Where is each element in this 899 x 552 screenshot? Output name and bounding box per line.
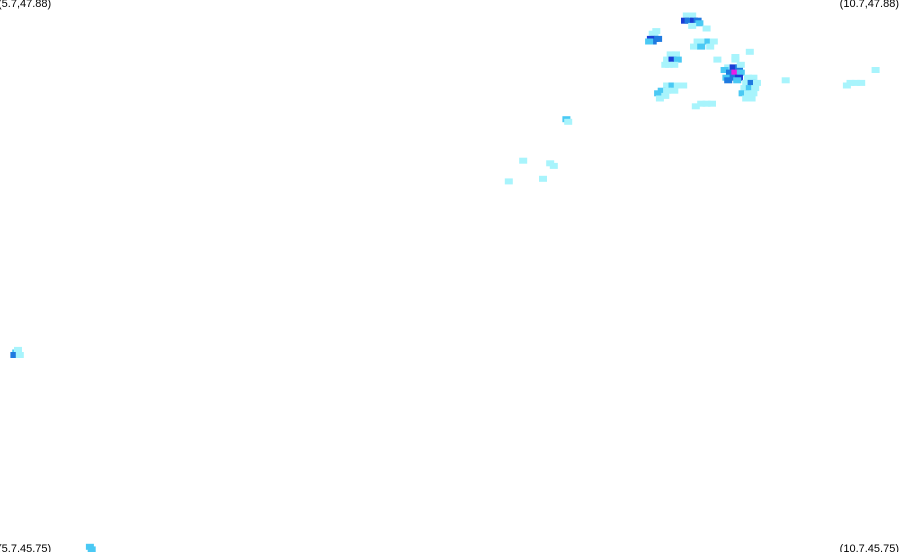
radar-echo-light — [693, 38, 702, 45]
radar-echo-light — [709, 38, 718, 45]
radar-echo-light — [731, 54, 740, 60]
corner-label-top-left: (5.7,47.88) — [0, 0, 52, 10]
radar-echo-light — [663, 87, 672, 94]
radar-echo-medium — [738, 90, 747, 97]
radar-echo-medium — [654, 90, 663, 97]
radar-echo-light — [549, 162, 558, 169]
radar-echo-light — [688, 12, 697, 19]
radar-echo-light — [564, 118, 573, 125]
radar-echo-light — [742, 79, 751, 86]
radar-echo-light — [744, 74, 752, 81]
radar-echo-light — [661, 61, 670, 68]
radar-echo-light — [663, 82, 672, 89]
radar-echo-light — [699, 38, 707, 45]
radar-echo-light — [749, 74, 758, 81]
corner-label-bottom-right: (10.7,45.75) — [839, 543, 899, 552]
radar-echo-medium — [733, 77, 742, 84]
radar-echo-medium — [645, 38, 654, 45]
radar-echo-light — [15, 352, 24, 358]
corner-label-top-right: (10.7,47.88) — [839, 0, 899, 10]
radar-echo-light — [539, 175, 547, 182]
radar-echo-light — [691, 103, 700, 110]
radar-echo-light — [781, 77, 790, 84]
radar-echo-light — [673, 82, 682, 89]
radar-echo-light — [682, 12, 691, 19]
radar-echo-light — [706, 43, 715, 50]
radar-echo-strong — [747, 79, 756, 86]
radar-echo-light — [713, 56, 722, 63]
radar-echo-medium — [673, 56, 682, 63]
radar-echo-light — [652, 28, 661, 35]
radar-echo-medium — [736, 69, 745, 76]
radar-echo-light — [740, 85, 749, 92]
radar-echo-medium — [697, 43, 706, 50]
radar-echo-light — [519, 157, 528, 164]
radar-echo-light — [702, 100, 711, 107]
radar-echo-medium — [704, 38, 713, 45]
radar-echo-strong — [654, 35, 663, 42]
radar-echo-light — [504, 178, 513, 185]
radar-echo-light — [702, 25, 711, 32]
radar-echo-light — [842, 82, 851, 89]
radar-echo-heavy — [668, 56, 677, 63]
radar-echo-light — [749, 90, 758, 97]
radar-echo-light — [666, 51, 675, 58]
radar-echo-light — [753, 79, 761, 86]
radar-echo-light — [851, 79, 860, 86]
radar-echo-light — [661, 92, 670, 99]
radar-echo-heavy — [729, 64, 738, 71]
radar-echo-strong — [724, 77, 733, 84]
radar-echo-light — [744, 90, 752, 97]
radar-echo-light — [736, 61, 745, 68]
radar-echo-light — [688, 22, 697, 29]
radar-echo-medium — [695, 20, 704, 27]
radar-echo-light — [751, 85, 760, 92]
radar-echo-strong — [726, 69, 734, 76]
radar-echo-medium — [668, 82, 677, 89]
radar-echo-light — [655, 95, 664, 102]
radar-echo-strong — [684, 17, 693, 24]
radar-echo-light — [670, 61, 679, 68]
radar-echo-light — [672, 51, 680, 58]
radar-echo-medium — [87, 546, 96, 552]
radar-echo-light — [670, 87, 679, 94]
radar-echo-light — [745, 48, 754, 55]
radar-echo-light — [679, 82, 688, 89]
radar-echo-light — [747, 95, 756, 102]
radar-echo-light — [690, 43, 698, 50]
radar-echo-light — [663, 56, 672, 63]
radar-echo-light — [742, 95, 751, 102]
radar-echo-strong — [10, 352, 19, 358]
radar-echo-extreme — [731, 69, 740, 76]
radar-echo-light — [14, 346, 22, 353]
radar-echo-light — [857, 79, 866, 86]
radar-echo-light — [871, 67, 880, 73]
radar-echo-medium — [745, 85, 754, 92]
radar-echo-light — [708, 100, 716, 107]
radar-echo-medium — [720, 67, 729, 73]
corner-label-bottom-left: (5.7,45.75) — [0, 543, 52, 552]
radar-echo-light — [697, 100, 706, 107]
